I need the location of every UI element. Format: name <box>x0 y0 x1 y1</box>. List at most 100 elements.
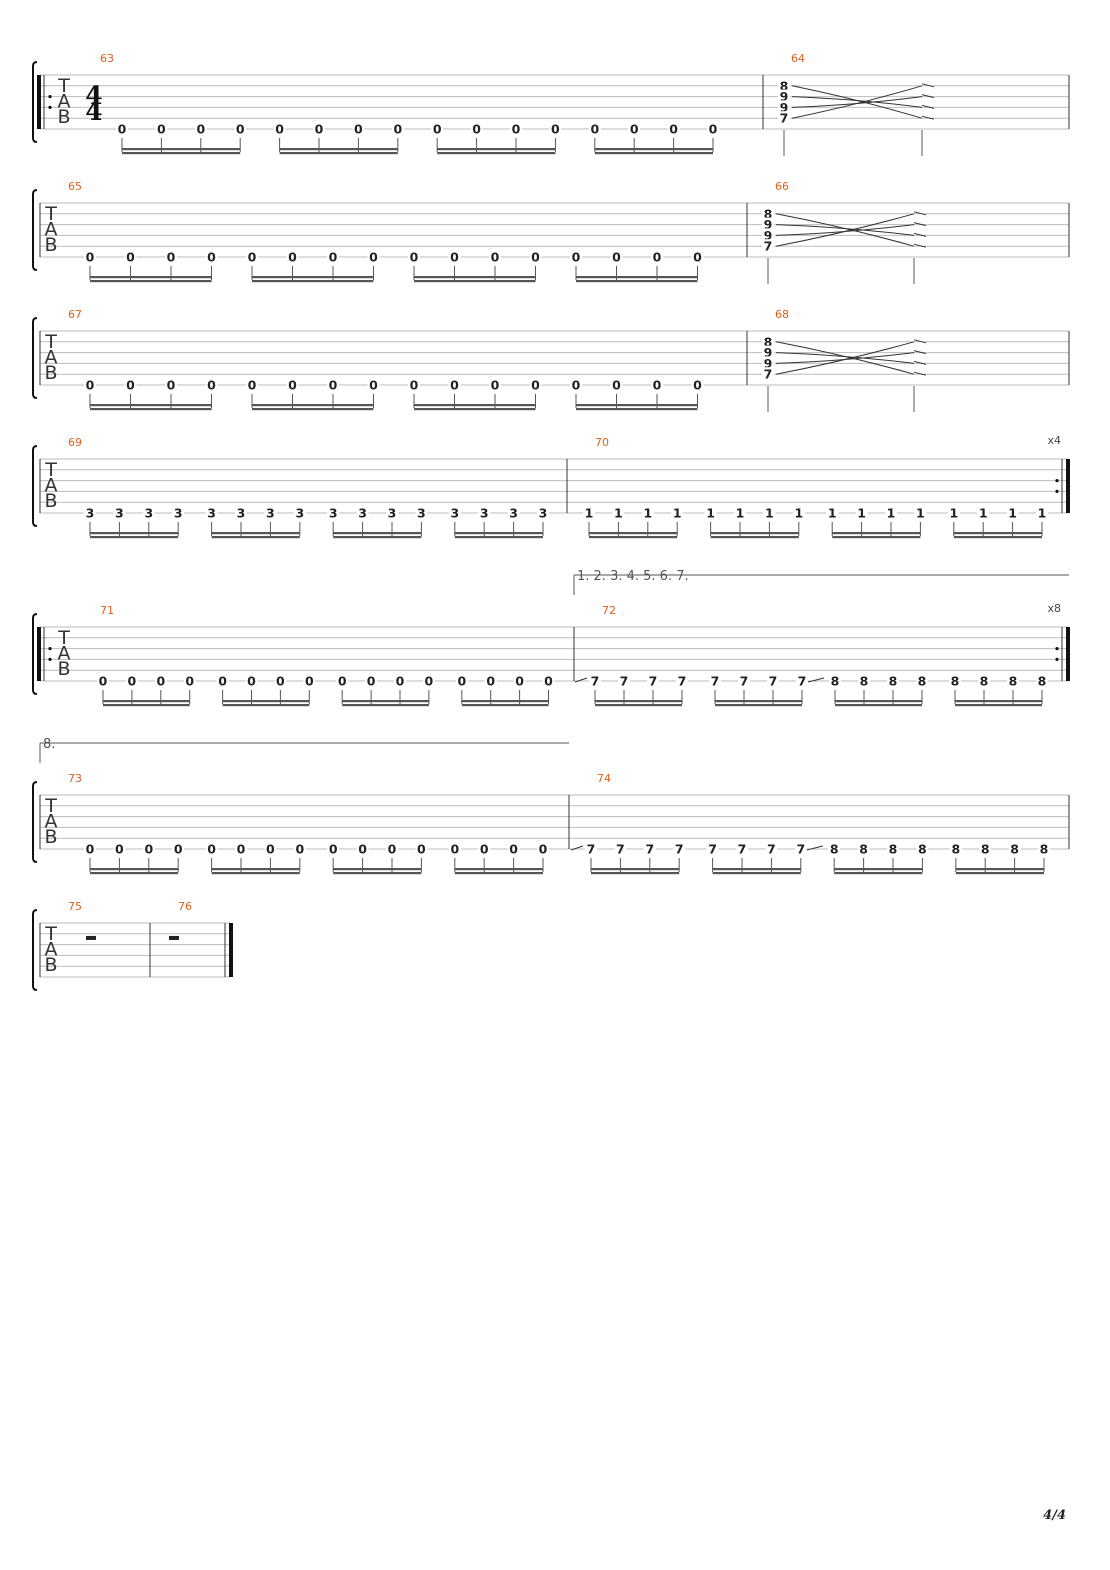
fret-number: 3 <box>266 506 275 521</box>
fret-number: 7 <box>708 842 717 857</box>
note-knockout <box>1036 506 1048 519</box>
slide-in-mark <box>570 845 584 851</box>
fret-number: 0 <box>486 674 495 689</box>
swell-curve <box>775 341 915 375</box>
note-knockout <box>738 674 750 687</box>
swell-curve <box>791 96 923 108</box>
beam-secondary <box>333 872 422 875</box>
fret-number: 8 <box>981 842 990 857</box>
note-knockout <box>949 842 962 855</box>
beam-secondary <box>712 872 801 875</box>
note-knockout <box>84 378 96 391</box>
beam-secondary <box>103 704 190 707</box>
fret-number: 1 <box>979 506 988 521</box>
beam-primary <box>710 532 799 535</box>
note-knockout <box>707 122 719 135</box>
fret-number: 0 <box>472 122 481 137</box>
beam-primary <box>461 700 549 703</box>
swell-tail <box>921 115 935 120</box>
fret-number: 7 <box>649 674 658 689</box>
fret-number: 0 <box>157 122 166 137</box>
start-repeat-thick-bar <box>37 75 41 129</box>
chord-knockout <box>762 239 774 252</box>
note-knockout <box>914 506 927 519</box>
tab-letter-a: A <box>45 219 58 241</box>
fret-number: 1 <box>916 506 925 521</box>
swell-tail <box>913 339 927 344</box>
fret-number: 7 <box>740 674 749 689</box>
note-knockout <box>165 250 177 263</box>
fret-number: 0 <box>539 842 548 857</box>
fret-number: 7 <box>645 842 654 857</box>
fret-number: 1 <box>643 506 652 521</box>
note-knockout <box>234 122 247 135</box>
note-knockout <box>709 674 721 687</box>
fret-number: 3 <box>450 506 459 521</box>
fret-number: 0 <box>358 842 367 857</box>
fret-number: 0 <box>236 122 245 137</box>
note-knockout <box>293 506 306 519</box>
note-knockout <box>610 378 623 391</box>
fret-number: 8 <box>889 842 898 857</box>
measure-number: 76 <box>178 900 192 913</box>
note-knockout <box>489 250 501 263</box>
fret-number: 0 <box>99 674 108 689</box>
chord-knockout <box>762 206 774 219</box>
slide-mark <box>806 845 823 851</box>
fret-number: 0 <box>266 842 275 857</box>
chord-fret-number: 8 <box>780 78 789 93</box>
beam-primary <box>90 532 179 535</box>
fret-number: 0 <box>369 378 378 393</box>
note-knockout <box>125 674 138 687</box>
fret-number: 1 <box>794 506 803 521</box>
note-knockout <box>585 842 597 855</box>
fret-number: 8 <box>830 842 839 857</box>
swell-tail <box>913 243 927 248</box>
fret-number: 0 <box>433 122 442 137</box>
note-knockout <box>887 842 899 855</box>
chord-fret-number: 9 <box>780 100 789 115</box>
note-knockout <box>1038 842 1050 855</box>
swell-curve <box>775 213 915 247</box>
note-knockout <box>979 842 992 855</box>
page-number: 4/4 <box>1043 1508 1066 1523</box>
note-knockout <box>651 378 663 391</box>
note-knockout <box>887 674 899 687</box>
note-knockout <box>154 674 167 687</box>
fret-number: 0 <box>126 250 135 265</box>
note-knockout <box>422 674 435 687</box>
swell-tail <box>921 94 935 99</box>
swell-tail <box>921 83 935 88</box>
beam-primary <box>333 868 422 871</box>
chord-fret-number: 9 <box>780 89 789 104</box>
note-knockout <box>172 842 185 855</box>
beam-primary <box>576 404 698 407</box>
swell-curve <box>791 85 923 119</box>
staff-bracket <box>32 317 38 399</box>
note-knockout <box>767 674 779 687</box>
repeat-count: x4 <box>1047 434 1061 447</box>
fret-number: 0 <box>410 250 419 265</box>
note-knockout <box>367 250 380 263</box>
note-knockout <box>478 842 491 855</box>
note-knockout <box>246 378 258 391</box>
staff-bracket <box>32 909 38 991</box>
chord-fret-number: 9 <box>764 217 773 232</box>
note-knockout <box>1008 842 1021 855</box>
note-knockout <box>356 506 369 519</box>
note-knockout <box>113 506 126 519</box>
tab-letter-b: B <box>44 826 57 848</box>
fret-number: 0 <box>218 674 227 689</box>
fret-number: 7 <box>796 842 805 857</box>
fret-number: 0 <box>86 842 95 857</box>
note-knockout <box>765 842 778 855</box>
measure-number: 68 <box>775 308 789 321</box>
fret-number: 0 <box>126 378 135 393</box>
note-knockout <box>651 250 663 263</box>
fret-number: 0 <box>185 674 194 689</box>
note-knockout <box>589 674 601 687</box>
end-repeat-thick-bar <box>1066 459 1070 513</box>
note-knockout <box>274 674 287 687</box>
repeat-dot <box>1055 657 1059 662</box>
beam-primary <box>955 868 1044 871</box>
